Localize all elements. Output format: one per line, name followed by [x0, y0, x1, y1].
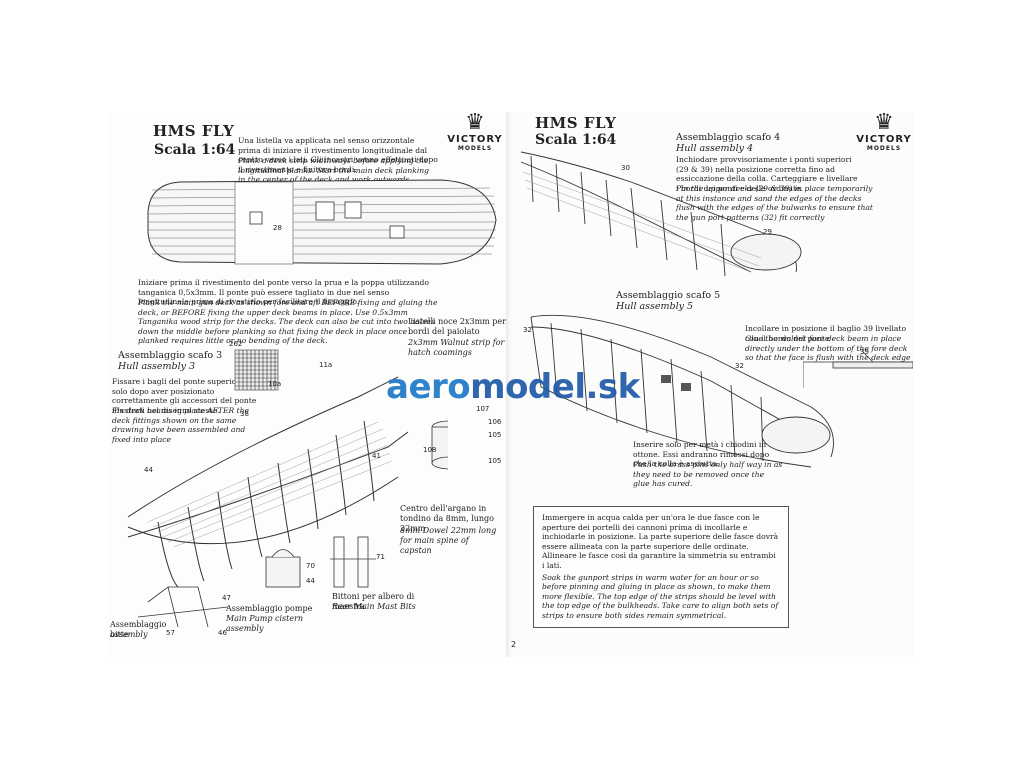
right-page-scale: Scala 1:64	[535, 132, 617, 148]
bitte-note-italian: Assemblaggio bitte	[110, 620, 167, 639]
capstan-note-italian: Centro dell'argano in tondino da 8mm, lu…	[400, 504, 494, 533]
page-number: 2	[511, 640, 517, 649]
pins-note-italian: Inserire solo per metà i chiodini in ott…	[633, 440, 770, 469]
lion-crest-icon: ♛	[874, 110, 894, 135]
part-number-label: 41	[372, 452, 381, 460]
deck-beam-39-drawing	[803, 352, 913, 388]
hull-assembly-5-drawing	[530, 314, 834, 468]
right-page-title: HMS FLY	[535, 114, 617, 132]
logo-name: VICTORY	[856, 134, 912, 145]
left-page: HMS FLY Scala 1:64 ♛ VICTORY MODELS Una …	[108, 112, 508, 657]
capstan-note-english: 8mm Dowel 22mm long for main spine of ca…	[400, 526, 497, 555]
left-page-scale: Scala 1:64	[154, 142, 236, 158]
hull-assembly-4-heading-it: Assemblaggio scafo 4	[676, 132, 781, 143]
part-number-label: 38	[240, 410, 249, 418]
hull-assembly-3-heading-en: Hull assembly 3	[118, 361, 196, 372]
part-number-label: 28	[273, 224, 282, 232]
instruction-booklet: HMS FLY Scala 1:64 ♛ VICTORY MODELS Una …	[108, 112, 914, 657]
planking-note-english: Plank the main gun deck as shown fore an…	[138, 298, 438, 346]
pins-note-english: Push the brass pins only half way in as …	[633, 460, 783, 489]
part-number-label: 106	[488, 418, 502, 426]
part-number-label: 32	[523, 326, 532, 334]
bitts-note-english: Rear Main Mast Bits	[332, 602, 416, 611]
beams-note-italian: Fissare i bagli del ponte superiore solo…	[112, 377, 257, 415]
lion-crest-icon: ♛	[465, 110, 485, 135]
part-number-label: 71	[376, 553, 385, 561]
aeromodel-watermark: aeromodel.sk	[386, 367, 640, 407]
booklet-spine	[506, 112, 514, 657]
beam39-note-english: Glue the walnut fore deck beam in place …	[745, 334, 911, 363]
logo-sub: MODELS	[866, 145, 902, 152]
part-number-label: 108	[423, 446, 437, 454]
gunport-note-english: Soak the gunport strips in warm water fo…	[542, 572, 779, 620]
beam39-note-italian: Incollare in posizione il baglio 39 live…	[745, 324, 907, 343]
upper-deck-note-english: Pin the upper decks (29 & 39) in place t…	[676, 184, 873, 222]
part-number-label: 262	[229, 340, 243, 348]
part-number-label: 32	[735, 362, 744, 370]
hull-assembly-5-heading-en: Hull assembly 5	[616, 301, 694, 312]
part-number-label: 44	[306, 577, 315, 585]
part-number-label: 105	[488, 431, 502, 439]
gunport-note-italian: Immergere in acqua calda per un'ora le d…	[542, 513, 779, 570]
hatch-note-italian: Listelli noce 2x3mm per bordi del paiola…	[408, 317, 506, 336]
pump-note-italian: Assemblaggio pompe	[226, 604, 313, 613]
part-number-label: 11a	[319, 361, 333, 369]
part-number-label: 30	[621, 164, 630, 172]
hatch-note-english: 2x3mm Walnut strip for hatch coamings	[408, 338, 505, 357]
part-number-label: 70	[306, 562, 315, 570]
pump-note-english: Main Pump cistern assembly	[226, 614, 304, 633]
planking-note-italian: Iniziare prima il rivestimento del ponte…	[138, 278, 429, 307]
part-number-label: 44	[144, 466, 153, 474]
bitte-note-english: assembly	[110, 630, 148, 639]
part-number-label: 46	[218, 629, 227, 637]
hull-assembly-4-heading-en: Hull assembly 4	[676, 143, 754, 154]
logo-name: VICTORY	[447, 134, 503, 145]
hull-assembly-5-heading-it: Assemblaggio scafo 5	[616, 290, 721, 301]
part-number-label: 57	[166, 629, 175, 637]
part-number-label: 105	[488, 457, 502, 465]
beams-note-english: Fix deck beams in place AFTER the deck f…	[112, 406, 250, 444]
right-page: HMS FLY Scala 1:64 ♛ VICTORY MODELS Asse…	[511, 112, 914, 657]
part-number-label: 29	[763, 228, 772, 236]
deck-planking-drawing	[147, 179, 497, 265]
watermark-suffix: model.sk	[470, 367, 640, 407]
victory-models-logo: ♛ VICTORY MODELS	[445, 110, 505, 153]
gunport-strip-instruction-box: Immergere in acqua calda per un'ora le d…	[533, 506, 789, 628]
victory-models-logo: ♛ VICTORY MODELS	[856, 110, 912, 153]
left-page-title: HMS FLY	[153, 122, 235, 140]
watermark-prefix: aero	[386, 367, 471, 407]
logo-sub: MODELS	[457, 145, 493, 152]
bitts-note-italian: Bittoni per albero di maestra	[332, 592, 415, 611]
deck-note-italian: Una listella va applicata nel senso oriz…	[238, 136, 438, 174]
part-number-label: 107	[476, 405, 490, 413]
hull-assembly-3-heading-it: Assemblaggio scafo 3	[118, 350, 223, 361]
part-number-label: 39	[860, 348, 869, 356]
hull-assembly-4-drawing	[520, 151, 802, 277]
part-number-label: 10a	[268, 380, 282, 388]
hull-assembly-3-drawing	[127, 349, 448, 628]
upper-deck-note-italian: Inchiodare provvisoriamente i ponti supe…	[676, 155, 858, 193]
part-number-label: 47	[222, 594, 231, 602]
